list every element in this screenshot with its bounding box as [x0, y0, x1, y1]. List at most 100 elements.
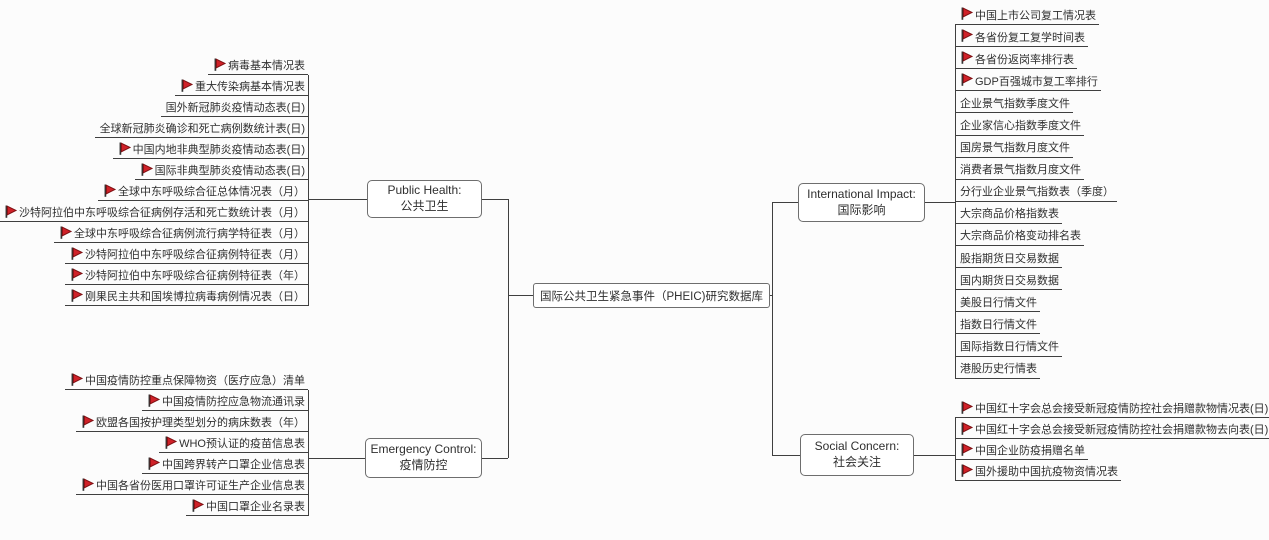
flag-icon	[960, 51, 973, 65]
leaf-item-public-health-2[interactable]: 国外新冠肺炎疫情动态表(日)	[160, 96, 308, 117]
branch-label-zh: 疫情防控	[399, 458, 448, 472]
leaf-item-public-health-5[interactable]: 国际非典型肺炎疫情动态表(日)	[134, 159, 308, 180]
leaf-item-social-concern-0[interactable]: 中国红十字会总会接受新冠疫情防控社会捐赠款物情况表(日)	[955, 397, 1269, 418]
leaf-item-international-impact-13[interactable]: 美股日行情文件	[955, 290, 1040, 313]
leaf-item-international-impact-14[interactable]: 指数日行情文件	[955, 312, 1040, 335]
leaf-item-emergency-control-3[interactable]: WHO预认证的疫苗信息表	[159, 432, 308, 453]
leaf-item-public-health-10[interactable]: 沙特阿拉伯中东呼吸综合征病例特征表（年）	[65, 264, 308, 285]
leaf-list-public-health: 病毒基本情况表重大传染病基本情况表国外新冠肺炎疫情动态表(日)全球新冠肺炎确诊和…	[0, 54, 308, 306]
flag-icon	[960, 463, 973, 477]
connector-line	[955, 418, 956, 481]
leaf-label: 中国上市公司复工情况表	[975, 9, 1096, 22]
flag-icon	[213, 57, 226, 71]
connector-line	[925, 202, 955, 203]
leaf-item-public-health-9[interactable]: 沙特阿拉伯中东呼吸综合征病例特征表（月）	[65, 243, 308, 264]
connector-line	[482, 199, 508, 200]
flag-icon	[180, 78, 193, 92]
flag-icon	[960, 400, 973, 414]
branch-node-social-concern[interactable]: Social Concern: 社会关注	[800, 434, 914, 476]
flag-icon	[147, 456, 160, 470]
leaf-label: WHO预认证的疫苗信息表	[179, 438, 305, 450]
leaf-item-international-impact-7[interactable]: 消费者景气指数月度文件	[955, 158, 1084, 180]
leaf-item-international-impact-15[interactable]: 国际指数日行情文件	[955, 334, 1062, 357]
leaf-item-international-impact-4[interactable]: 企业景气指数季度文件	[955, 91, 1073, 114]
leaf-item-international-impact-6[interactable]: 国房景气指数月度文件	[955, 136, 1073, 158]
leaf-item-public-health-0[interactable]: 病毒基本情况表	[208, 54, 308, 75]
leaf-item-emergency-control-6[interactable]: 中国口罩企业名录表	[186, 495, 308, 516]
leaf-item-international-impact-8[interactable]: 分行业企业景气指数表（季度）	[955, 180, 1117, 202]
leaf-label: 中国疫情防控重点保障物资（医疗应急）清单	[85, 375, 305, 387]
leaf-label: 国际指数日行情文件	[960, 340, 1059, 353]
leaf-item-public-health-1[interactable]: 重大传染病基本情况表	[175, 75, 308, 96]
leaf-item-public-health-11[interactable]: 刚果民主共和国埃博拉病毒病例情况表（日）	[65, 285, 308, 306]
leaf-label: 消费者景气指数月度文件	[960, 164, 1081, 177]
flag-icon	[147, 393, 160, 407]
leaf-label: 全球中东呼吸综合征病例流行病学特征表（月）	[74, 228, 305, 240]
connector-line	[508, 199, 509, 458]
leaf-label: 企业景气指数季度文件	[960, 97, 1070, 110]
leaf-label: 企业家信心指数季度文件	[960, 120, 1081, 133]
leaf-label: 国内期货日交易数据	[960, 274, 1059, 287]
flag-icon	[70, 372, 83, 386]
connector-line	[308, 75, 309, 306]
flag-icon	[960, 442, 973, 456]
leaf-item-international-impact-12[interactable]: 国内期货日交易数据	[955, 268, 1062, 291]
leaf-label: 重大传染病基本情况表	[195, 81, 305, 93]
flag-icon	[960, 73, 973, 87]
leaf-item-public-health-6[interactable]: 全球中东呼吸综合征总体情况表（月）	[98, 180, 308, 201]
connector-line	[955, 25, 956, 379]
leaf-item-social-concern-1[interactable]: 中国红十字会总会接受新冠疫情防控社会捐赠款物去向表(日)	[955, 418, 1269, 439]
leaf-item-social-concern-3[interactable]: 国外援助中国抗疫物资情况表	[955, 460, 1121, 481]
branch-label-en: Emergency Control:	[370, 442, 477, 457]
leaf-item-international-impact-0[interactable]: 中国上市公司复工情况表	[955, 3, 1099, 26]
leaf-label: 指数日行情文件	[960, 318, 1037, 331]
leaf-item-emergency-control-5[interactable]: 中国各省份医用口罩许可证生产企业信息表	[76, 474, 308, 495]
leaf-item-international-impact-3[interactable]: GDP百强城市复工率排行	[955, 69, 1101, 92]
leaf-item-social-concern-2[interactable]: 中国企业防疫捐赠名单	[955, 439, 1088, 460]
flag-icon	[960, 29, 973, 42]
connector-line	[508, 295, 533, 296]
leaf-label: 国房景气指数月度文件	[960, 142, 1070, 155]
leaf-item-international-impact-11[interactable]: 股指期货日交易数据	[955, 246, 1062, 269]
branch-node-emergency-control[interactable]: Emergency Control: 疫情防控	[365, 438, 482, 478]
leaf-label: 中国红十字会总会接受新冠疫情防控社会捐赠款物情况表(日)	[975, 403, 1269, 415]
leaf-label: 国外援助中国抗疫物资情况表	[975, 466, 1118, 478]
leaf-item-international-impact-9[interactable]: 大宗商品价格指数表	[955, 202, 1062, 224]
leaf-label: 股指期货日交易数据	[960, 252, 1059, 265]
flag-icon	[70, 288, 83, 302]
leaf-label: 中国各省份医用口罩许可证生产企业信息表	[96, 480, 305, 492]
flag-icon	[960, 7, 973, 20]
leaf-item-emergency-control-0[interactable]: 中国疫情防控重点保障物资（医疗应急）清单	[65, 369, 308, 390]
leaf-label: 国际非典型肺炎疫情动态表(日)	[154, 165, 305, 177]
branch-node-international-impact[interactable]: International Impact: 国际影响	[798, 183, 925, 222]
leaf-item-international-impact-2[interactable]: 各省份返岗率排行表	[955, 47, 1077, 70]
leaf-item-public-health-7[interactable]: 沙特阿拉伯中东呼吸综合征病例存活和死亡数统计表（月）	[0, 201, 308, 222]
flag-icon	[81, 477, 94, 491]
connector-line	[308, 390, 309, 516]
leaf-label: 大宗商品价格指数表	[960, 208, 1059, 221]
root-node[interactable]: 国际公共卫生紧急事件（PHEIC)研究数据库	[533, 283, 770, 308]
leaf-label: 各省份复工复学时间表	[975, 31, 1085, 44]
leaf-item-international-impact-10[interactable]: 大宗商品价格变动排名表	[955, 224, 1084, 247]
leaf-item-public-health-8[interactable]: 全球中东呼吸综合征病例流行病学特征表（月）	[54, 222, 308, 243]
flag-icon	[191, 498, 204, 512]
leaf-item-international-impact-1[interactable]: 各省份复工复学时间表	[955, 25, 1088, 48]
connector-line	[772, 202, 798, 203]
leaf-item-emergency-control-4[interactable]: 中国跨界转产口罩企业信息表	[142, 453, 308, 474]
leaf-item-emergency-control-2[interactable]: 欧盟各国按护理类型划分的病床数表（年）	[76, 411, 308, 432]
leaf-item-international-impact-5[interactable]: 企业家信心指数季度文件	[955, 113, 1084, 136]
flag-icon	[140, 162, 153, 176]
branch-label-en: Public Health:	[387, 183, 462, 198]
leaf-label: 全球中东呼吸综合征总体情况表（月）	[118, 186, 305, 198]
leaf-item-public-health-4[interactable]: 中国内地非典型肺炎疫情动态表(日)	[112, 138, 308, 159]
flag-icon	[70, 246, 83, 260]
leaf-item-international-impact-16[interactable]: 港股历史行情表	[955, 357, 1040, 379]
leaf-item-public-health-3[interactable]: 全球新冠肺炎确诊和死亡病例数统计表(日)	[94, 117, 308, 138]
leaf-item-emergency-control-1[interactable]: 中国疫情防控应急物流通讯录	[142, 390, 308, 411]
branch-label-zh: 公共卫生	[400, 199, 449, 213]
flag-icon	[70, 267, 83, 281]
leaf-label: 中国红十字会总会接受新冠疫情防控社会捐赠款物去向表(日)	[975, 424, 1269, 436]
branch-node-public-health[interactable]: Public Health: 公共卫生	[367, 180, 482, 218]
leaf-label: 中国口罩企业名录表	[206, 501, 305, 513]
flag-icon	[103, 183, 116, 197]
